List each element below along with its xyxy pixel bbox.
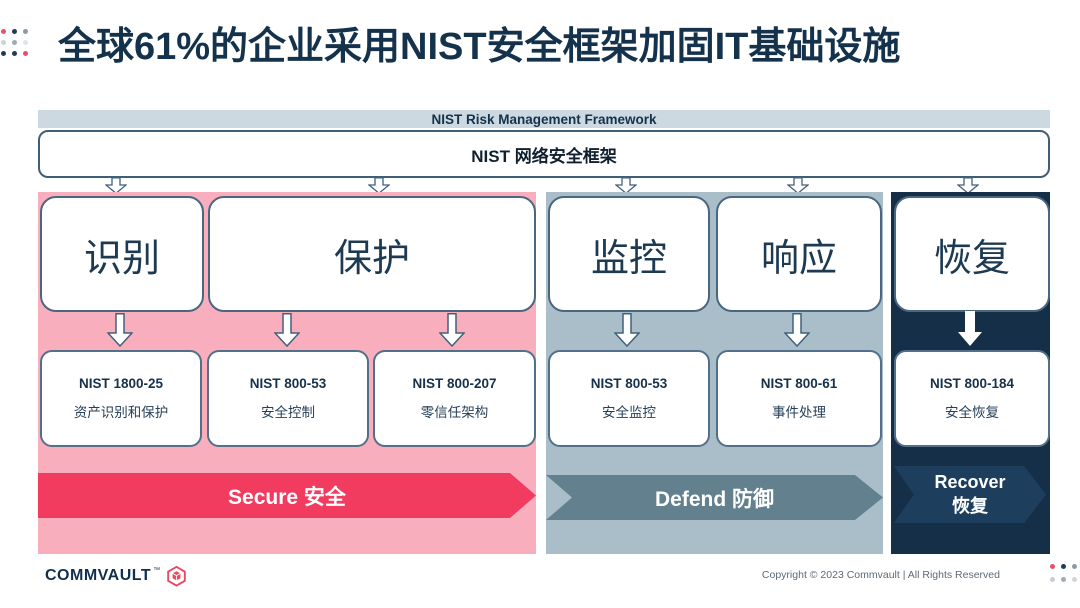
standard-box: NIST 1800-25 资产识别和保护	[40, 350, 202, 447]
nist-csf-label: NIST 网络安全框架	[471, 146, 617, 166]
banner-secure: Secure 安全	[38, 473, 536, 518]
standard-code: NIST 1800-25	[78, 376, 164, 391]
down-arrow-icon	[614, 177, 638, 195]
function-box-protect: 保护	[208, 196, 536, 312]
banner-recover: Recover 恢复	[894, 466, 1046, 523]
dot-grid-bottom-right	[1050, 564, 1077, 582]
function-label: 恢复	[933, 237, 1010, 280]
nist-csf-box: NIST 网络安全框架	[38, 130, 1050, 178]
function-label: 识别	[83, 237, 160, 280]
commvault-logo: COMMVAULT ™	[45, 565, 187, 587]
down-arrow-icon	[956, 177, 980, 195]
standard-code: NIST 800-184	[929, 376, 1015, 391]
standard-box: NIST 800-53 安全监控	[548, 350, 710, 447]
standard-code: NIST 800-207	[412, 376, 497, 391]
commvault-hexagon-icon	[166, 565, 187, 587]
function-box-respond: 响应	[716, 196, 882, 312]
standard-desc: 安全监控	[602, 405, 656, 420]
standard-box: NIST 800-184 安全恢复	[894, 350, 1050, 447]
down-arrow-icon	[104, 177, 128, 195]
down-arrow-icon	[438, 313, 466, 348]
down-arrow-icon	[613, 313, 641, 348]
standard-code: NIST 800-61	[760, 376, 838, 391]
slide-title: 全球61%的企业采用NIST安全框架加固IT基础设施	[58, 26, 901, 68]
standard-code: NIST 800-53	[590, 376, 668, 391]
standard-desc: 事件处理	[772, 405, 826, 420]
banner-secure-label: Secure 安全	[228, 485, 346, 509]
function-label: 监控	[590, 237, 667, 280]
standard-box: NIST 800-53 安全控制	[207, 350, 369, 447]
dot-grid-top-left	[1, 29, 28, 56]
banner-recover-label-line2: 恢复	[952, 495, 988, 516]
down-arrow-icon	[273, 313, 301, 348]
down-arrow-icon	[786, 177, 810, 195]
function-box-monitor: 监控	[548, 196, 710, 312]
function-label: 保护	[333, 237, 410, 280]
banner-recover-label-line1: Recover	[934, 472, 1006, 493]
standard-desc: 资产识别和保护	[73, 405, 169, 420]
standard-desc: 零信任架构	[420, 405, 489, 420]
banner-defend: Defend 防御	[546, 475, 883, 520]
function-box-identify: 识别	[40, 196, 204, 312]
commvault-logo-text: COMMVAULT	[45, 567, 152, 584]
standard-box: NIST 800-207 零信任架构	[373, 350, 536, 447]
standard-box: NIST 800-61 事件处理	[716, 350, 882, 447]
rmf-band: NIST Risk Management Framework	[38, 110, 1050, 128]
down-arrow-icon	[957, 311, 983, 347]
banner-defend-label: Defend 防御	[654, 487, 774, 511]
standard-desc: 安全恢复	[945, 405, 999, 420]
rmf-band-label: NIST Risk Management Framework	[431, 111, 657, 127]
function-box-recover: 恢复	[894, 196, 1050, 312]
down-arrow-icon	[367, 177, 391, 195]
standard-desc: 安全控制	[261, 405, 315, 420]
down-arrow-icon	[783, 313, 811, 348]
trademark-mark: ™	[153, 567, 161, 574]
function-label: 响应	[760, 237, 837, 280]
down-arrow-icon	[106, 313, 134, 348]
copyright-text: Copyright © 2023 Commvault | All Rights …	[761, 569, 1000, 581]
standard-code: NIST 800-53	[249, 376, 327, 391]
